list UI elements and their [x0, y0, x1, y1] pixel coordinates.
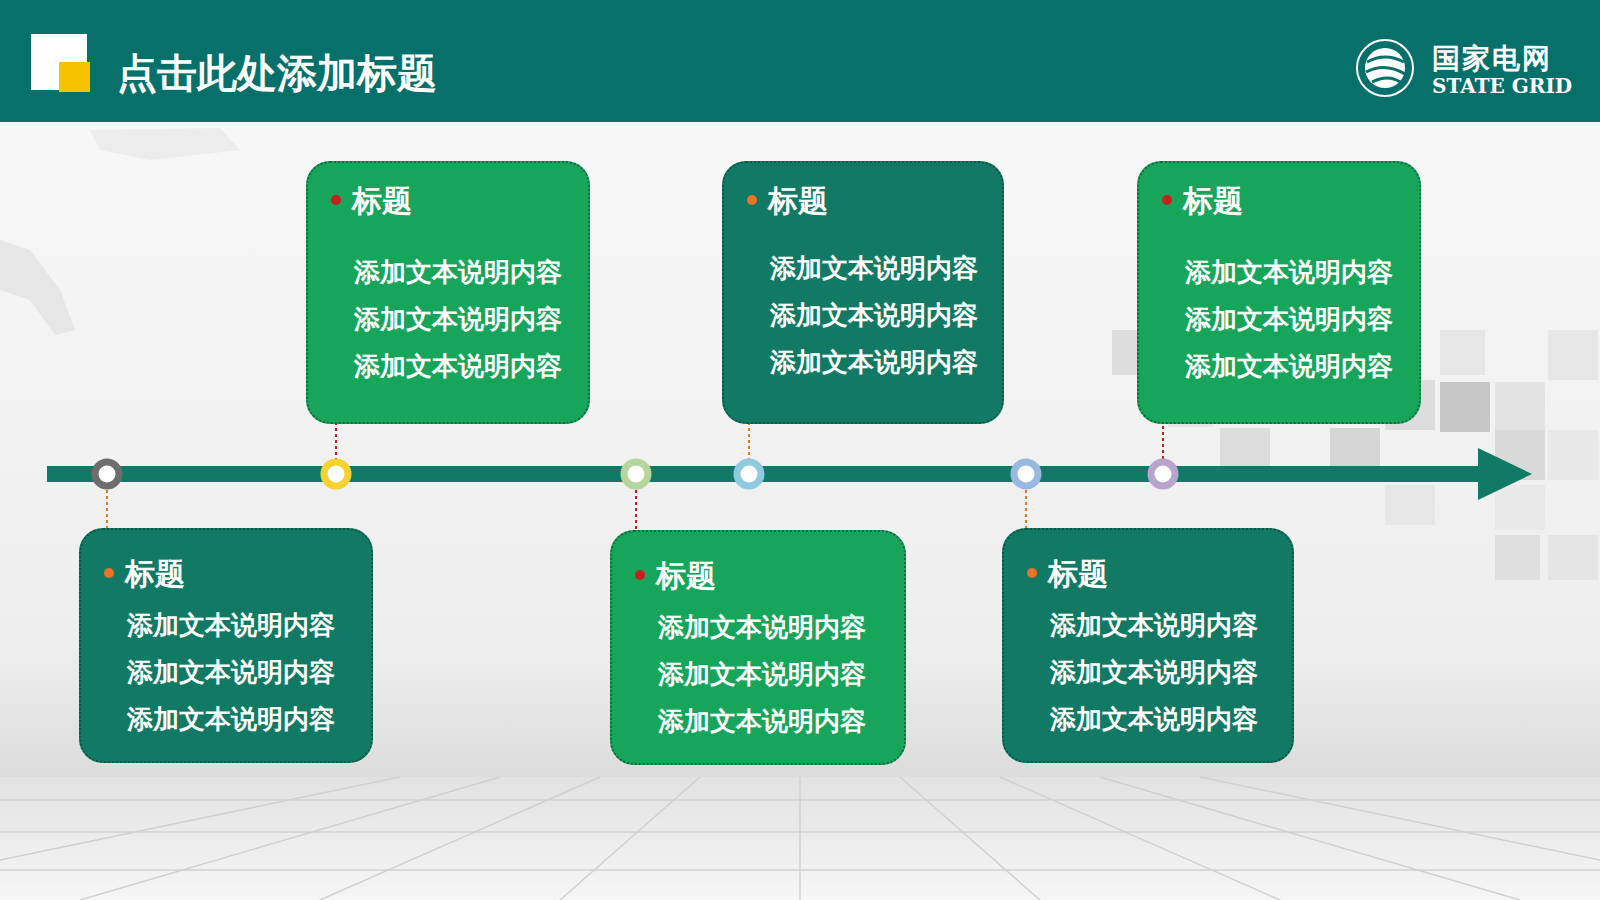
box-dot: [635, 570, 645, 580]
box-text: 添加文本说明内容: [127, 602, 335, 649]
box-dot: [1162, 195, 1172, 205]
header-band: [0, 0, 1600, 122]
timeline-box: 标题添加文本说明内容添加文本说明内容添加文本说明内容: [79, 528, 373, 763]
box-text: 添加文本说明内容: [1050, 696, 1258, 743]
box-text: 添加文本说明内容: [354, 249, 562, 296]
box-dot: [104, 568, 114, 578]
box-text: 添加文本说明内容: [1050, 649, 1258, 696]
timeline-box: 标题添加文本说明内容添加文本说明内容添加文本说明内容: [1002, 528, 1294, 763]
box-dot: [1027, 568, 1037, 578]
box-heading: 标题: [656, 558, 716, 594]
box-dot: [747, 195, 757, 205]
box-text: 添加文本说明内容: [1185, 343, 1393, 390]
timeline-box: 标题添加文本说明内容添加文本说明内容添加文本说明内容: [1137, 161, 1421, 424]
logo-mark: [1357, 40, 1413, 96]
floor: [0, 777, 1600, 900]
box-heading: 标题: [352, 183, 412, 219]
box-heading: 标题: [768, 183, 828, 219]
box-text: 添加文本说明内容: [770, 339, 978, 386]
slide-title: 点击此处添加标题: [117, 46, 437, 100]
box-text: 添加文本说明内容: [770, 292, 978, 339]
box-text: 添加文本说明内容: [1185, 296, 1393, 343]
box-text: 添加文本说明内容: [354, 343, 562, 390]
box-text: 添加文本说明内容: [127, 696, 335, 743]
box-text: 添加文本说明内容: [127, 649, 335, 696]
floor-lines: [0, 777, 1600, 900]
box-heading: 标题: [1183, 183, 1243, 219]
box-text: 添加文本说明内容: [658, 698, 866, 745]
box-text: 添加文本说明内容: [658, 651, 866, 698]
timeline-arrowhead: [1478, 448, 1532, 500]
timeline-box: 标题添加文本说明内容添加文本说明内容添加文本说明内容: [306, 161, 590, 424]
timeline-box: 标题添加文本说明内容添加文本说明内容添加文本说明内容: [722, 161, 1004, 424]
wall: [0, 122, 1600, 777]
box-text: 添加文本说明内容: [1185, 249, 1393, 296]
leader-lines: [107, 194, 1163, 576]
box-text: 添加文本说明内容: [658, 604, 866, 651]
header-square-accent: [59, 62, 90, 92]
box-text: 添加文本说明内容: [354, 296, 562, 343]
timeline-axis: [47, 466, 1487, 482]
box-heading: 标题: [125, 556, 185, 592]
map-shape: [0, 128, 240, 335]
timeline-dots: [95, 462, 1175, 486]
logo-text: 国家电网: [1432, 40, 1552, 78]
box-heading: 标题: [1048, 556, 1108, 592]
box-dot: [331, 195, 341, 205]
timeline-box: 标题添加文本说明内容添加文本说明内容添加文本说明内容: [610, 530, 906, 765]
box-text: 添加文本说明内容: [1050, 602, 1258, 649]
logo-text: STATE GRID: [1432, 74, 1572, 98]
box-text: 添加文本说明内容: [770, 245, 978, 292]
